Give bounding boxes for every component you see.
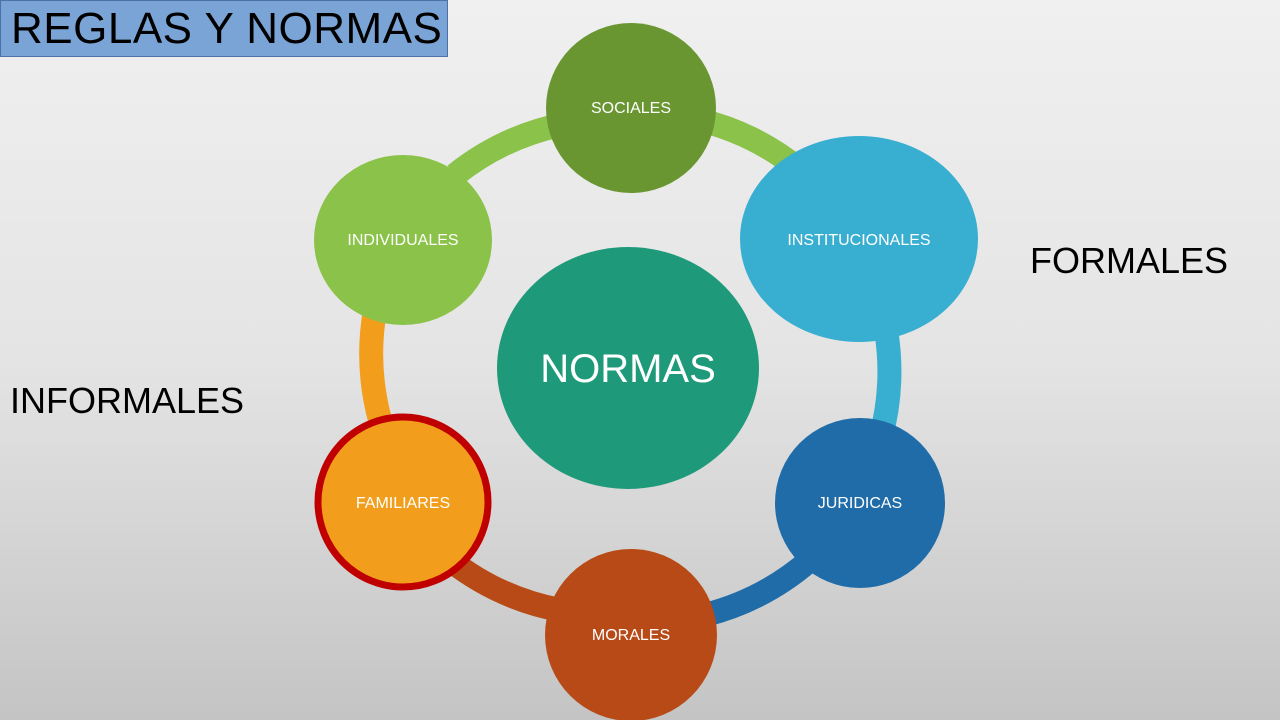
node-institucionales-label: INSTITUCIONALES [787, 232, 930, 249]
arc-individuales-sociales [447, 113, 563, 185]
informales-label: INFORMALES [10, 380, 245, 421]
node-institucionales: INSTITUCIONALES [740, 136, 978, 342]
node-morales-shape [545, 549, 717, 720]
center-node: NORMAS [497, 247, 759, 489]
node-juridicas-shape [775, 418, 945, 588]
node-individuales-label: INDIVIDUALES [347, 232, 458, 249]
node-familiares-label: FAMILIARES [356, 495, 450, 512]
node-sociales-shape [546, 23, 716, 193]
node-sociales: SOCIALES [546, 23, 716, 193]
node-juridicas-label: JURIDICAS [818, 495, 902, 512]
node-morales-label: MORALES [592, 627, 670, 644]
center-node-label: NORMAS [540, 347, 716, 391]
node-sociales-label: SOCIALES [591, 100, 671, 117]
title-box: REGLAS Y NORMAS [0, 0, 448, 57]
arc-familiares-individuales [359, 307, 392, 424]
page-title: REGLAS Y NORMAS [11, 3, 443, 53]
formales-label: FORMALES [1030, 240, 1229, 281]
node-individuales-shape [314, 155, 492, 325]
node-individuales: INDIVIDUALES [314, 155, 492, 325]
node-morales: MORALES [545, 549, 717, 720]
center-node-shape [497, 247, 759, 489]
node-institucionales-shape [740, 136, 978, 342]
arc-juridicas-morales [701, 550, 818, 627]
node-familiares-shape [314, 413, 492, 591]
node-familiares: FAMILIARES [314, 413, 492, 591]
arc-morales-familiares [442, 550, 563, 622]
node-juridicas: JURIDICAS [775, 418, 945, 588]
